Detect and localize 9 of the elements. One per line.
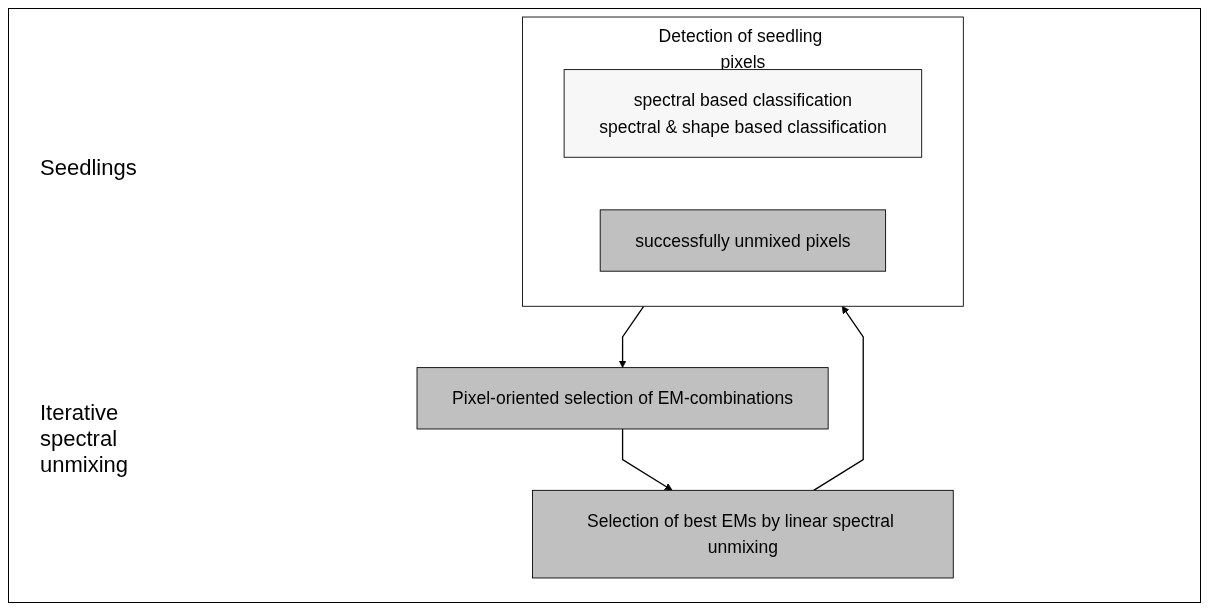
row-label: Iterative spectral unmixing xyxy=(40,400,130,478)
arrow xyxy=(618,305,645,368)
row-label: Seedlings xyxy=(40,155,138,181)
node-box: Pixel-oriented selection of EM-combinations xyxy=(416,367,829,430)
node-box: Selection of best EMs by linear spectral unmixing xyxy=(531,489,954,579)
arrow xyxy=(621,428,673,491)
arrow xyxy=(812,305,864,491)
node-box: successfully unmixed pixels xyxy=(599,209,886,272)
node-box: spectral based classification spectral & shape based classification xyxy=(563,69,922,158)
